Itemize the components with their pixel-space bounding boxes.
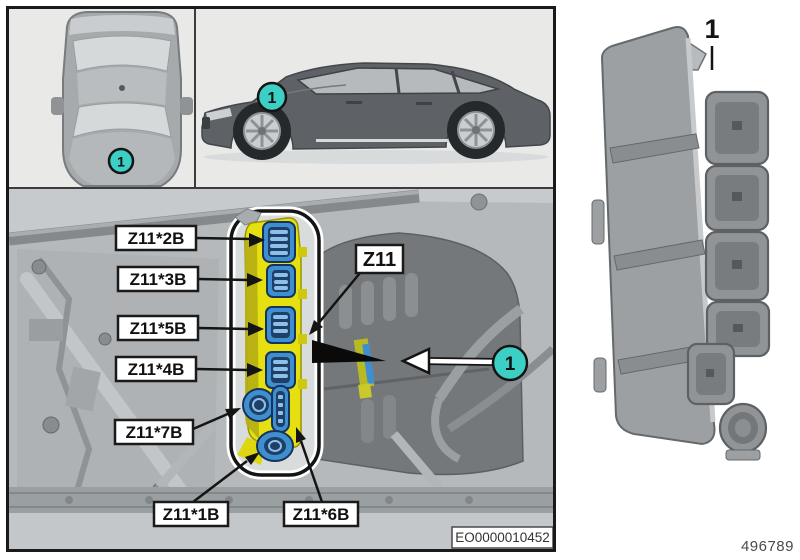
callout-1-top-view[interactable]: 1	[107, 147, 135, 175]
socket-3	[704, 230, 770, 302]
callout-1-engine-bay[interactable]: 1	[491, 344, 529, 382]
svg-text:Z11*4B: Z11*4B	[128, 360, 185, 379]
car-side-view: 1	[201, 62, 551, 164]
socket-2	[704, 164, 770, 232]
part-illustration-panel: 1	[578, 8, 788, 478]
svg-text:Z11: Z11	[363, 249, 396, 271]
connector-1b	[256, 430, 294, 462]
rear-wheel	[447, 101, 505, 159]
callout-1-side-view[interactable]: 1	[256, 81, 288, 113]
connector-label-z11-4b: Z11*4B	[114, 355, 198, 383]
image-id-box: EO0000010452	[451, 526, 553, 549]
supply-module-highlight	[226, 206, 324, 480]
connector-6b	[271, 385, 290, 433]
part-module-drawing: 1	[591, 14, 771, 461]
composite-frame: 1	[6, 6, 556, 552]
socket-round	[718, 402, 768, 461]
module-label-z11: Z11	[354, 243, 405, 275]
connector-label-z11-1b: Z11*1B	[152, 500, 230, 528]
side-view-panel: 1	[196, 9, 553, 189]
front-wheel	[233, 102, 291, 160]
callout-number: 1	[505, 354, 516, 375]
connector-label-z11-7b: Z11*7B	[113, 418, 195, 446]
socket-4	[705, 300, 771, 358]
mirror-right	[180, 97, 193, 115]
sheet-number: 496789	[740, 538, 794, 555]
connector-label-z11-3b: Z11*3B	[116, 265, 200, 293]
svg-text:Z11*6B: Z11*6B	[293, 505, 350, 524]
mirror-left	[51, 97, 64, 115]
svg-text:Z11*2B: Z11*2B	[128, 229, 185, 248]
connector-5b	[265, 306, 296, 344]
image-id-text: EO0000010452	[455, 530, 550, 545]
part-item-number: 1	[704, 14, 719, 44]
car-top-silhouette	[51, 11, 193, 187]
label-arrows	[192, 233, 361, 503]
radiator-support	[9, 487, 553, 513]
grille	[202, 117, 210, 129]
callout-arrow	[400, 347, 497, 375]
module-location-part	[353, 338, 375, 399]
svg-text:Z11*7B: Z11*7B	[126, 423, 183, 442]
connector-3b	[266, 264, 296, 298]
part-item-leader: 1	[704, 14, 720, 70]
callout-number: 1	[268, 90, 277, 107]
socket-5	[686, 342, 736, 406]
svg-text:Z11*3B: Z11*3B	[130, 270, 187, 289]
engine-bay-panel: Z11*2B Z11*3B Z11*5B Z11*4B Z11*7B	[9, 189, 553, 549]
module-sockets	[686, 90, 771, 461]
top-view-panel: 1	[9, 9, 196, 189]
connector-label-z11-6b: Z11*6B	[282, 500, 360, 528]
connector-4b	[265, 351, 296, 389]
car-side-silhouette	[201, 62, 551, 164]
location-pointer-triangle	[312, 340, 386, 363]
socket-1	[704, 90, 770, 166]
connector-2b	[262, 221, 296, 263]
engine-bay-illustration: Z11*2B Z11*3B Z11*5B Z11*4B Z11*7B	[9, 189, 553, 549]
callout-number: 1	[117, 154, 125, 170]
car-top-view: 1	[51, 11, 193, 187]
svg-text:Z11*1B: Z11*1B	[163, 505, 220, 524]
svg-text:Z11*5B: Z11*5B	[130, 319, 187, 338]
connector-7b	[242, 388, 276, 422]
headlight	[206, 108, 232, 121]
connector-label-z11-2b: Z11*2B	[114, 224, 198, 252]
connector-label-z11-5b: Z11*5B	[116, 314, 200, 342]
